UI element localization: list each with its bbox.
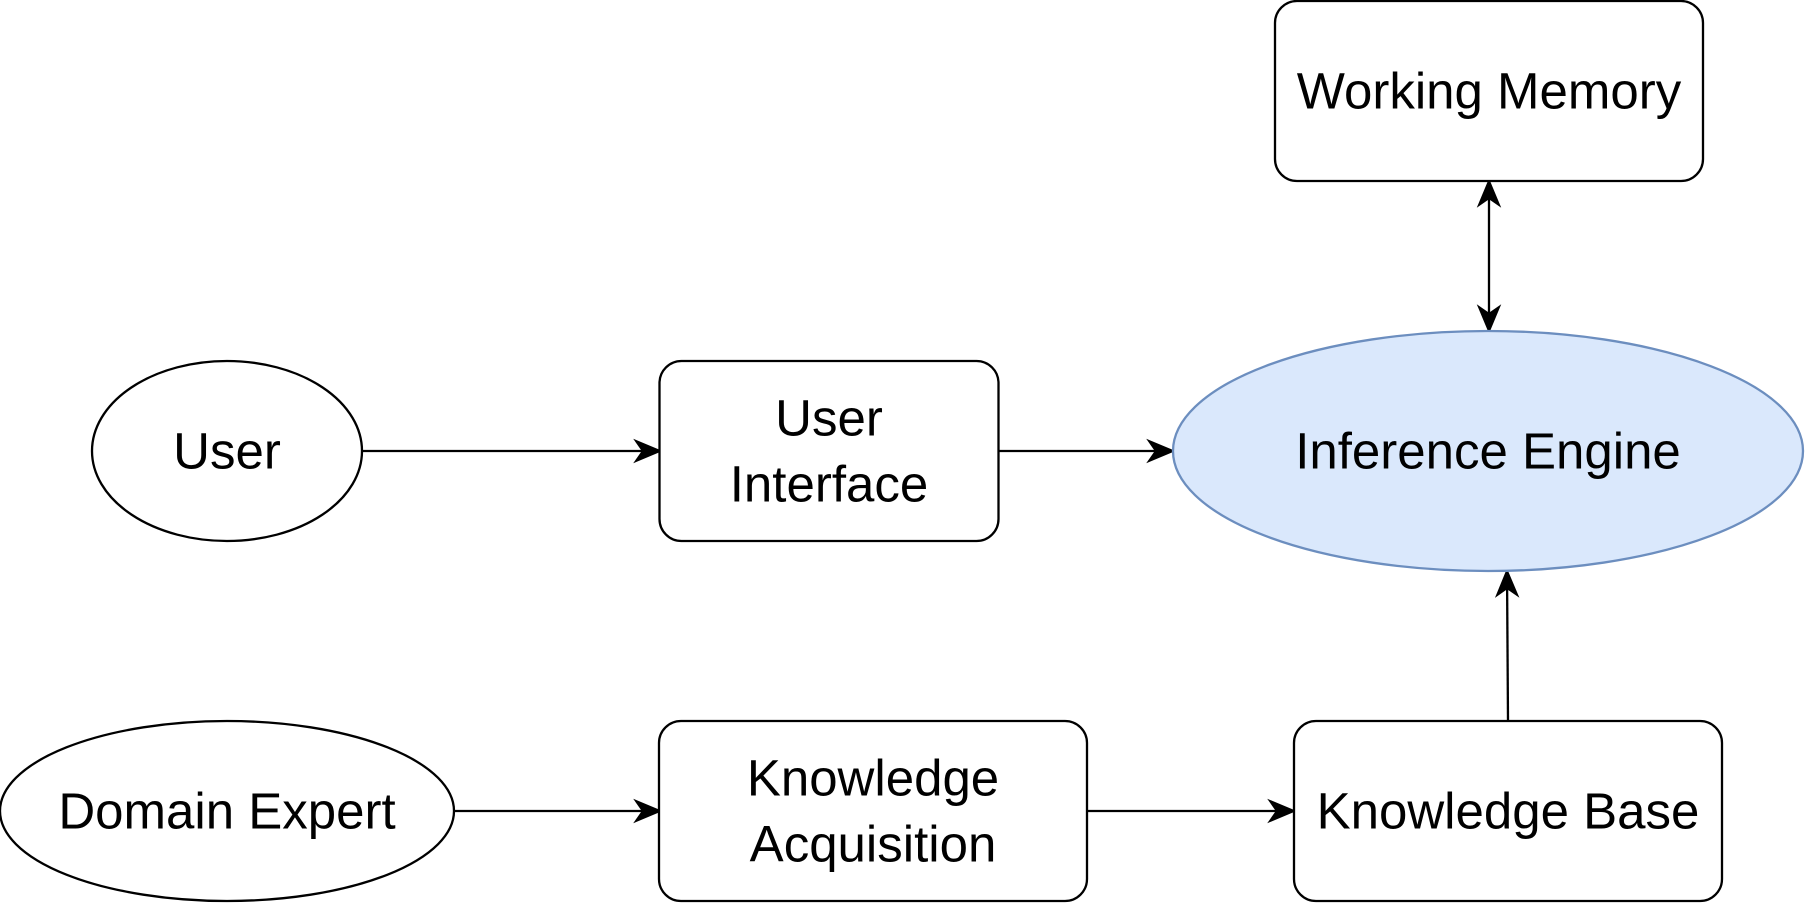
- node-domain-expert-label: Domain Expert: [58, 783, 395, 840]
- node-working-memory-shape: [1273, 0, 1705, 183]
- edge-knowledge-base-to-inference-engine-arrowhead: [1494, 568, 1520, 598]
- edge-user-to-user-interface: [362, 438, 663, 464]
- node-knowledge-acquisition-label-1: Knowledge: [747, 750, 999, 807]
- edge-user-interface-to-inference-engine: [999, 438, 1176, 464]
- edge-user-interface-to-inference-engine-arrowhead: [1146, 438, 1176, 464]
- edge-domain-expert-to-knowledge-acquisition-arrowhead: [633, 798, 663, 824]
- edge-knowledge-base-to-inference-engine: [1494, 568, 1520, 722]
- node-knowledge-acquisition-shape: [657, 719, 1089, 903]
- edge-knowledge-acquisition-to-knowledge-base-arrowhead: [1267, 798, 1297, 824]
- node-working-memory-label: Working Memory: [1297, 63, 1682, 120]
- edge-domain-expert-to-knowledge-acquisition: [454, 798, 663, 824]
- node-knowledge-base[interactable]: Knowledge Base: [1292, 719, 1724, 903]
- edges-layer: [362, 178, 1520, 824]
- node-working-memory[interactable]: Working Memory: [1273, 0, 1705, 183]
- node-inference-engine-label: Inference Engine: [1295, 423, 1681, 480]
- edge-knowledge-acquisition-to-knowledge-base: [1087, 798, 1297, 824]
- edge-inference-engine-to-working-memory-arrowhead-start: [1476, 178, 1502, 208]
- node-domain-expert-shape: [0, 719, 456, 903]
- edge-knowledge-base-to-inference-engine-line: [1505, 578, 1510, 722]
- node-knowledge-acquisition-label-2: Acquisition: [750, 816, 997, 873]
- node-user-shape: [90, 359, 364, 543]
- node-user-label: User: [173, 423, 281, 480]
- node-user-interface-shape: [658, 359, 1000, 543]
- node-inference-engine-shape: [1171, 329, 1805, 573]
- node-domain-expert[interactable]: Domain Expert: [0, 719, 456, 903]
- node-user-interface-label-1: User: [775, 390, 883, 447]
- node-user[interactable]: User: [90, 359, 364, 543]
- node-knowledge-base-label: Knowledge Base: [1317, 783, 1700, 840]
- edge-user-to-user-interface-arrowhead: [633, 438, 663, 464]
- node-user-interface-label-2: Interface: [730, 456, 928, 513]
- node-inference-engine[interactable]: Inference Engine: [1171, 329, 1805, 573]
- edge-inference-engine-to-working-memory-arrowhead: [1476, 304, 1502, 334]
- node-knowledge-base-shape: [1292, 719, 1724, 903]
- edge-inference-engine-to-working-memory: [1476, 178, 1502, 334]
